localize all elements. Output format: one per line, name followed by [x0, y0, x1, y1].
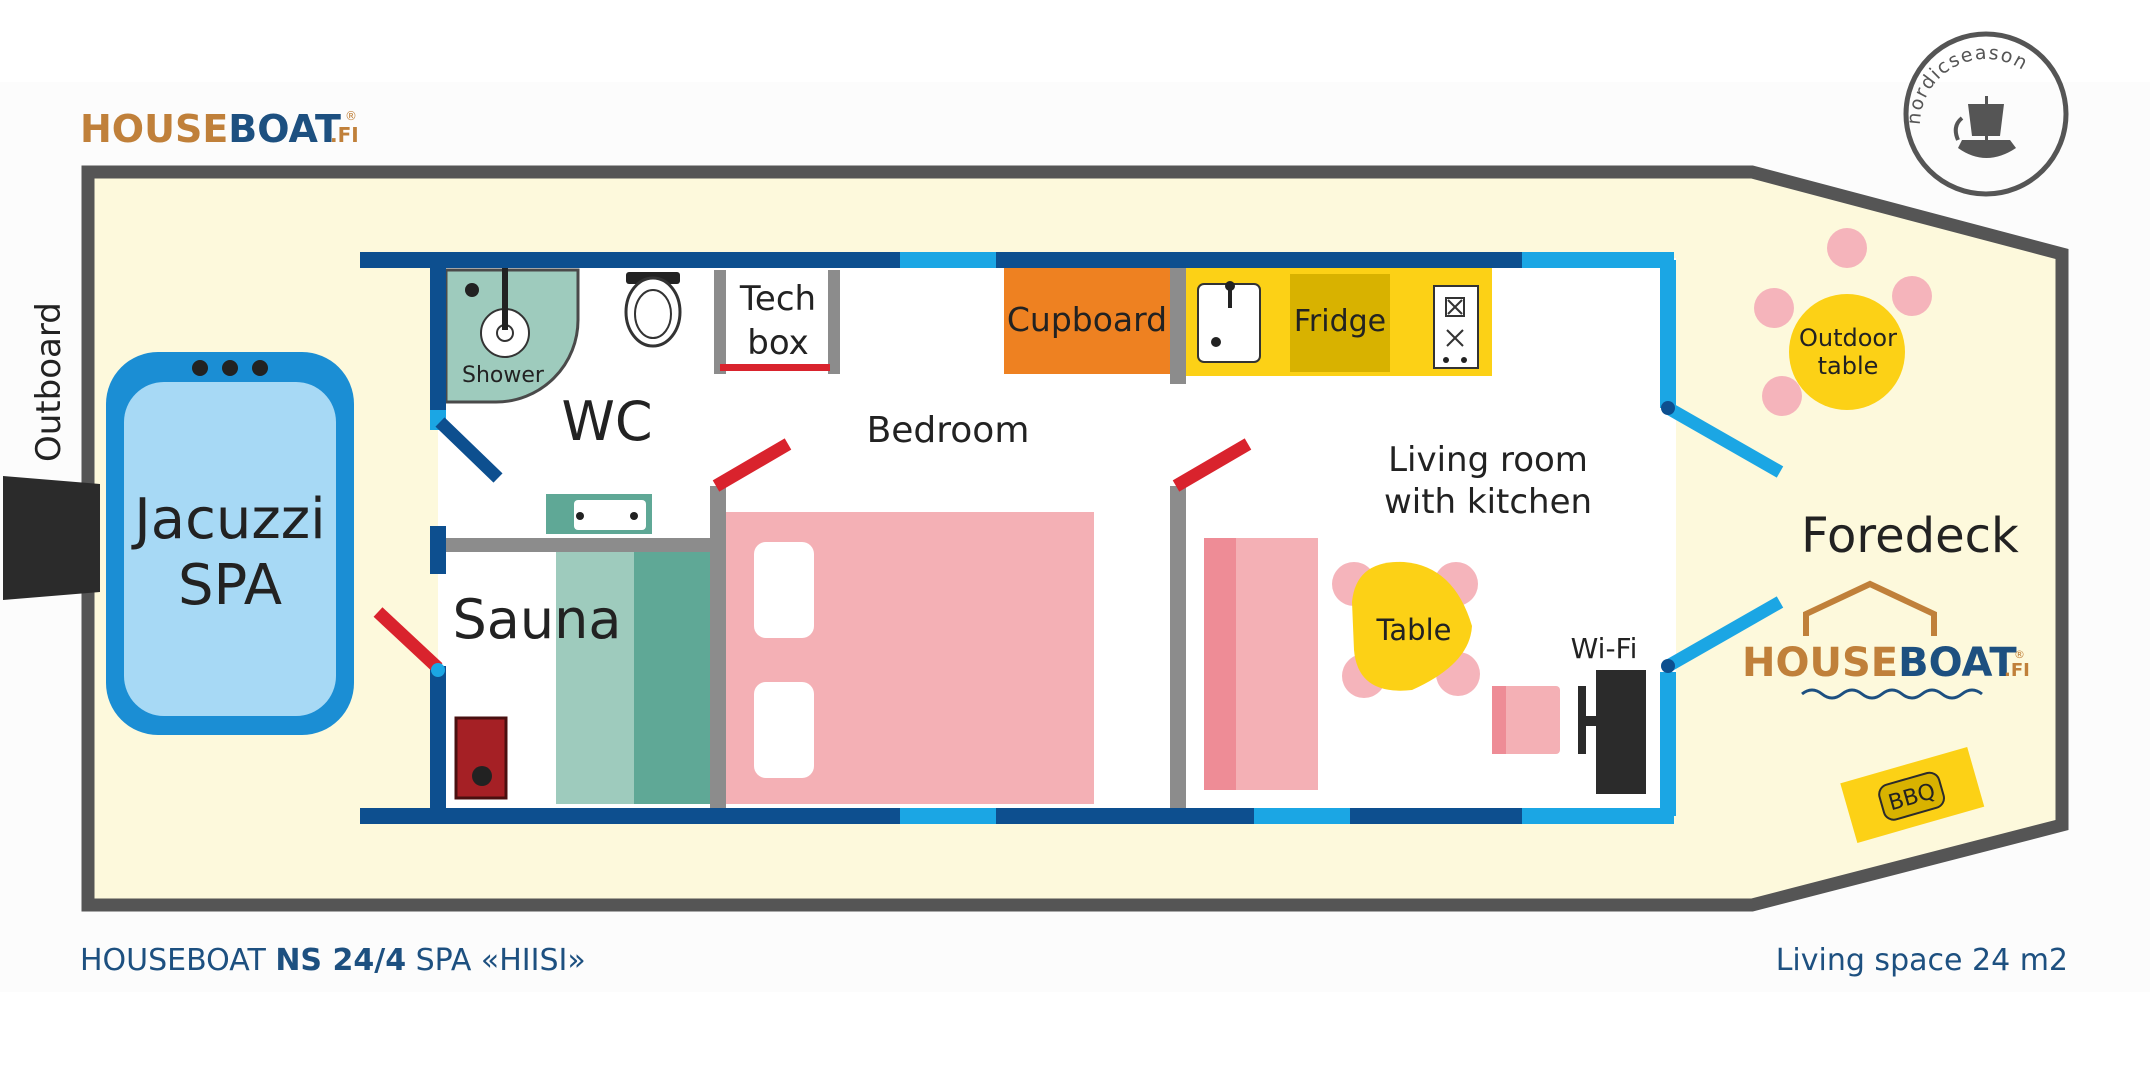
outdoor-table-top — [1789, 294, 1905, 410]
jacuzzi-jet-icon — [252, 360, 268, 376]
techbox-label-line1: Tech — [739, 279, 816, 319]
armchair — [1492, 686, 1560, 754]
doors — [373, 401, 1784, 677]
chair-icon — [1827, 228, 1867, 268]
fridge — [1290, 274, 1390, 372]
jacuzzi-jet-icon — [222, 360, 238, 376]
foredeck-door-upper — [1664, 402, 1784, 478]
window — [1254, 808, 1350, 824]
bedroom: Bedroom — [710, 410, 1094, 808]
outboard-motor-icon — [3, 476, 100, 600]
house-roof-icon — [1803, 580, 1937, 636]
outboard-label: Outboard — [29, 302, 69, 462]
sauna-wall — [446, 538, 710, 552]
stove-icon — [1433, 285, 1479, 369]
waves-icon — [1801, 688, 1983, 700]
tech-box: Tech box — [714, 270, 840, 374]
logo-registered-mark: ® — [345, 109, 357, 123]
techbox-label-line2: box — [747, 323, 808, 363]
dining-table — [1352, 561, 1472, 691]
cupboard: Cupboard — [1004, 268, 1170, 374]
brand-logo-top: HOUSEBOAT .FI ® — [80, 107, 359, 151]
outdoor-table: Outdoor table — [1754, 228, 1932, 416]
foredeck-label: Foredeck — [1801, 508, 2019, 564]
fridge-label: Fridge — [1294, 304, 1386, 339]
window — [1522, 252, 1674, 268]
outdoor-label-line1: Outdoor — [1799, 324, 1897, 352]
kitchen-partition — [1170, 258, 1186, 384]
svg-text:HOUSEBOAT: HOUSEBOAT — [1742, 640, 2017, 686]
shower-label: Shower — [462, 363, 545, 388]
sauna-bench-lower — [634, 552, 710, 804]
logo-boat-text: BOAT — [228, 107, 341, 151]
living-space-text: Living space 24 m2 — [1776, 943, 2068, 978]
jacuzzi-spa: Jacuzzi SPA — [106, 352, 354, 735]
wifi-label: Wi-Fi — [1571, 632, 1638, 665]
toilet-icon — [624, 272, 682, 348]
model-prefix: HOUSEBOAT — [80, 943, 275, 978]
svg-text:HOUSEBOAT: HOUSEBOAT — [80, 107, 341, 151]
living-room: Table Wi-Fi Living room with kitchen — [1170, 440, 1646, 808]
chair-icon — [1892, 276, 1932, 316]
kitchen-sink-icon — [1197, 281, 1261, 363]
cupboard-label: Cupboard — [1007, 300, 1167, 339]
brand-logo-deck: HOUSEBOAT .FI ® — [1742, 580, 2030, 700]
entrance-door — [373, 607, 443, 673]
wc-label: WC — [561, 390, 652, 453]
tv-icon — [1578, 670, 1646, 794]
cabin-walls — [360, 252, 1676, 824]
pillow — [754, 542, 814, 638]
shower: Shower — [444, 268, 580, 404]
table-label: Table — [1376, 613, 1452, 647]
tech-box-door — [720, 364, 830, 371]
chair-icon — [1754, 288, 1794, 328]
jacuzzi-water — [124, 382, 336, 716]
sofa-back — [1204, 538, 1236, 790]
kitchen: Fridge — [1170, 258, 1492, 384]
sauna-label: Sauna — [453, 588, 622, 651]
jacuzzi-label-line2: SPA — [178, 553, 282, 618]
chair-icon — [1762, 376, 1802, 416]
emblem-ring — [1903, 31, 2069, 197]
deck-logo-suffix-text: .FI — [2004, 660, 2030, 681]
boat-model-title: HOUSEBOAT NS 24/4 SPA «HIISI» — [80, 943, 586, 978]
wc-basin — [546, 494, 652, 534]
window — [1522, 808, 1674, 824]
living-partition — [1170, 486, 1186, 808]
living-label-line1: Living room — [1388, 440, 1588, 480]
bedroom-door — [712, 438, 792, 492]
bbq: BBQ — [1840, 746, 1985, 843]
sauna-stove-icon — [454, 716, 508, 800]
deck-logo-registered-mark: ® — [2014, 648, 2025, 661]
window — [900, 252, 996, 268]
jacuzzi-label-line1: Jacuzzi — [131, 487, 325, 552]
jacuzzi-jet-icon — [192, 360, 208, 376]
deck-logo-boat-text: BOAT — [1898, 640, 2017, 686]
logo-house-text: HOUSE — [80, 107, 228, 151]
bedroom-partition — [710, 486, 726, 808]
living-door — [1172, 438, 1252, 492]
foredeck-door-lower — [1664, 596, 1784, 672]
pillow — [754, 682, 814, 778]
window — [900, 808, 996, 824]
outboard-motor: Outboard — [3, 302, 100, 600]
living-label-line2: with kitchen — [1384, 482, 1592, 522]
viking-ship-icon — [1953, 96, 2016, 158]
sauna-bench-upper — [556, 552, 634, 804]
bedroom-label: Bedroom — [867, 410, 1030, 451]
model-code: NS 24/4 — [275, 943, 406, 978]
sauna: Sauna — [446, 538, 710, 804]
wc-door — [435, 417, 503, 483]
deck-logo-house-text: HOUSE — [1742, 640, 1898, 686]
logo-suffix-text: .FI — [330, 123, 359, 147]
outdoor-label-line2: table — [1818, 352, 1879, 380]
model-suffix: SPA «HIISI» — [406, 943, 586, 978]
